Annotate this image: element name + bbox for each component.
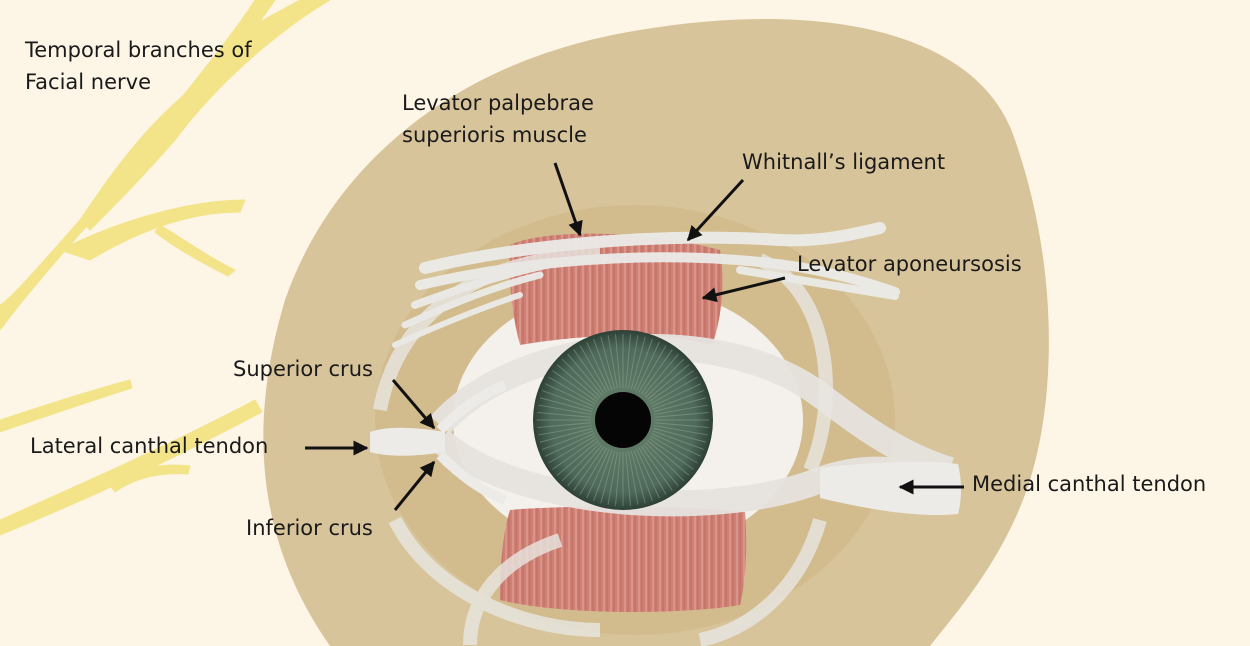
label-lateral-canthal-tendon: Lateral canthal tendon xyxy=(30,431,268,462)
label-superior-crus: Superior crus xyxy=(233,354,373,385)
lateral-canthal-tendon xyxy=(370,428,445,456)
label-levator-aponeurosis: Levator aponeursosis xyxy=(797,249,1022,280)
label-medial-canthal-tendon: Medial canthal tendon xyxy=(972,469,1206,500)
inferior-muscle xyxy=(500,506,746,612)
label-whitnalls-ligament: Whitnall’s ligament xyxy=(742,147,945,178)
label-inferior-crus: Inferior crus xyxy=(246,513,373,544)
label-temporal-branches-line1: Temporal branches of xyxy=(25,35,252,66)
label-temporal-branches-line2: Facial nerve xyxy=(25,67,151,98)
label-levator-palpebrae-line1: Levator palpebrae xyxy=(402,88,594,119)
label-levator-palpebrae-line2: superioris muscle xyxy=(402,120,587,151)
pupil xyxy=(595,392,651,448)
